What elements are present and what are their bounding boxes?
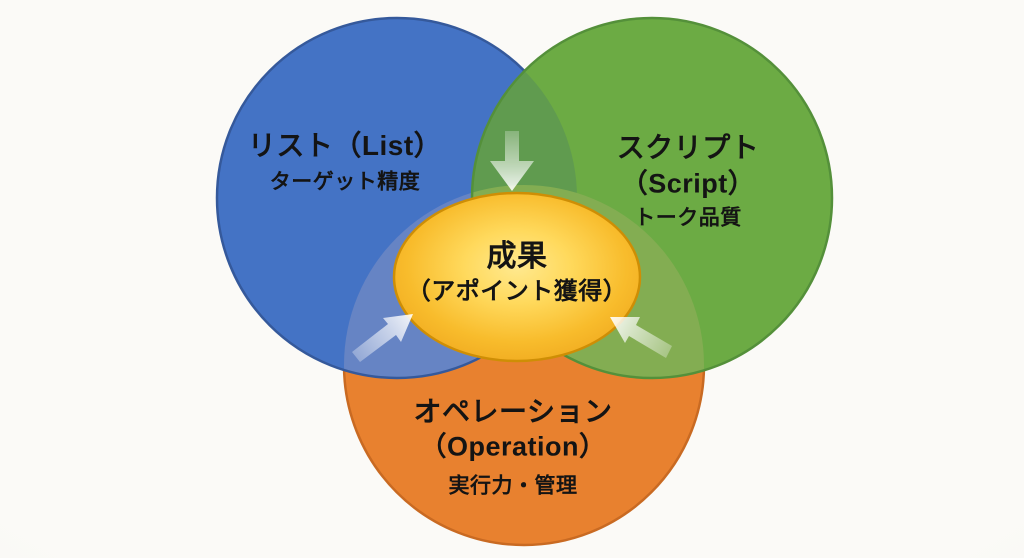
result-ellipse [392,191,642,363]
result-title: 成果 [486,240,548,273]
list-circle-title: リスト（List） [247,130,443,161]
script-circle-title: スクリプト [616,132,760,163]
script-circle-subtitle: トーク品質 [634,206,742,230]
operation-circle-title: オペレーション [413,396,613,427]
up-left-arrow-icon [610,317,672,358]
down-arrow-icon [490,131,534,191]
operation-circle-title2: （Operation） [419,431,607,462]
script-circle-title2: （Script） [620,168,756,199]
list-circle-subtitle: ターゲット精度 [269,170,421,194]
operation-circle-subtitle: 実行力・管理 [448,474,578,498]
result-subtitle: （アポイント獲得） [406,278,628,305]
up-right-arrow-icon [352,314,413,362]
